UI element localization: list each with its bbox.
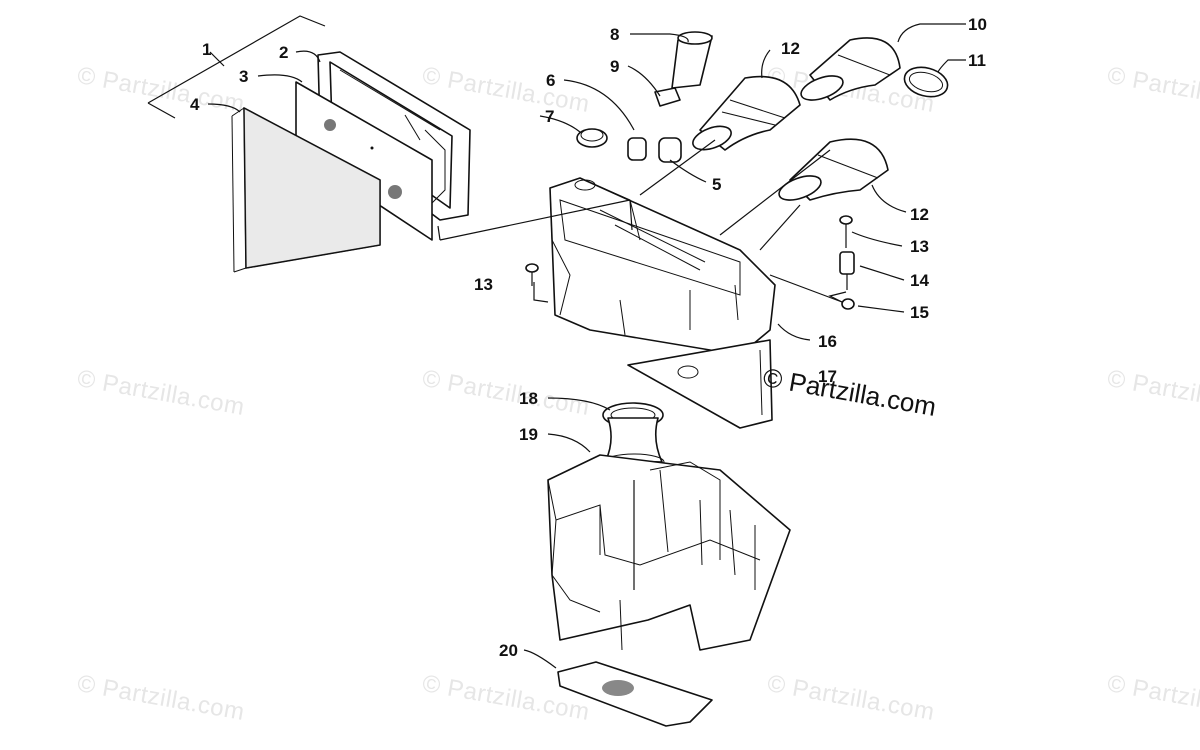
foam-filter-part-4	[231, 106, 381, 273]
callout-11: 11	[968, 51, 986, 70]
callout-20: 20	[499, 641, 518, 660]
sensor-part-14	[839, 251, 855, 290]
bracket-1	[147, 15, 326, 119]
intake-boot-part-12-lower	[778, 138, 889, 201]
callout-9: 9	[610, 57, 619, 76]
callout-4: 4	[190, 95, 200, 114]
intake-boot-part-12-upper	[692, 75, 801, 151]
callout-1: 1	[202, 40, 211, 59]
callout-15: 15	[910, 303, 929, 322]
callout-17: 17	[818, 367, 837, 386]
washer-part-15	[841, 298, 855, 310]
intake-boot-part-10	[800, 37, 901, 101]
callout-2: 2	[279, 43, 288, 62]
callout-12-lower: 12	[910, 205, 929, 224]
callout-7: 7	[545, 107, 554, 126]
callout-5: 5	[712, 175, 721, 194]
callout-labels: 1 2 3 4 5 6 7 8 9 10 11 12 12 13 13 14 1…	[190, 15, 987, 660]
callout-13-left: 13	[474, 275, 493, 294]
airbox-base	[547, 454, 791, 651]
callout-13-right: 13	[910, 237, 929, 256]
callout-16: 16	[818, 332, 837, 351]
callout-8: 8	[610, 25, 619, 44]
screw-part-13-right	[839, 215, 853, 238]
screw-part-13-left	[525, 263, 539, 286]
callout-3: 3	[239, 67, 248, 86]
clamp-part-11	[903, 66, 949, 98]
leader-lines	[207, 23, 966, 669]
callout-10: 10	[968, 15, 987, 34]
grommet-part-7	[576, 128, 608, 148]
fitting-part-6	[627, 137, 647, 161]
callout-12-upper: 12	[781, 39, 800, 58]
velocity-stack-part-18	[602, 402, 664, 463]
pad-part-20	[557, 661, 713, 727]
filter-screen-part-3	[295, 81, 433, 241]
callout-18: 18	[519, 389, 538, 408]
airbox-cover-part-16	[549, 177, 776, 356]
callout-14: 14	[910, 271, 929, 290]
hose-part-8	[671, 31, 713, 89]
callout-6: 6	[546, 71, 555, 90]
plate-part-17	[627, 339, 773, 429]
fitting-part-5	[658, 137, 682, 163]
callout-19: 19	[519, 425, 538, 444]
clip-part-9	[654, 87, 681, 107]
